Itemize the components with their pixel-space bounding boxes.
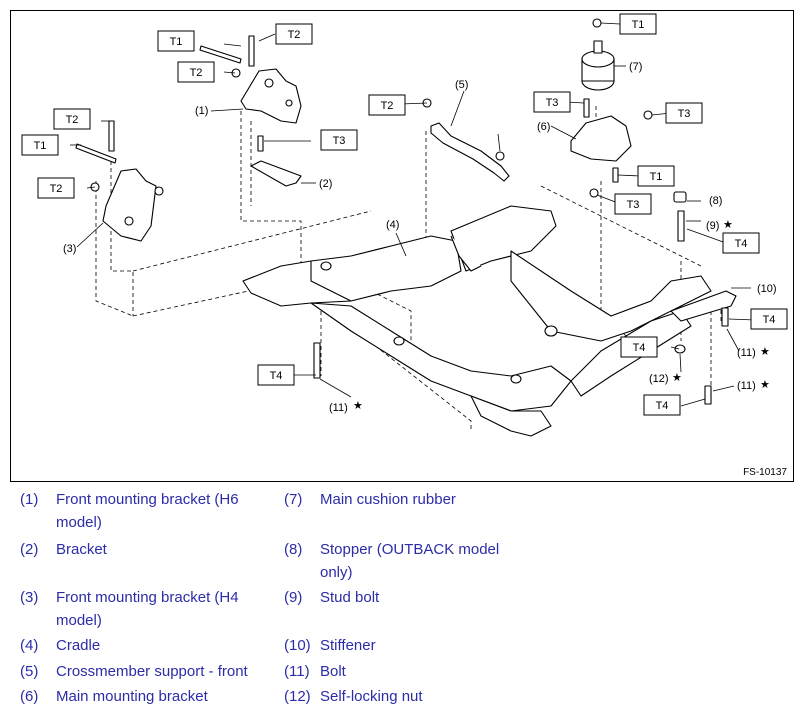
- svg-text:T2: T2: [66, 114, 79, 126]
- callout-11-right-upper: (11): [737, 347, 756, 359]
- svg-text:T2: T2: [190, 67, 203, 79]
- callout-2: (2): [319, 178, 332, 190]
- bolt-right-upper: [721, 307, 729, 327]
- torque-tag: T3: [665, 102, 703, 124]
- callout-7: (7): [629, 61, 642, 73]
- stopper: [673, 191, 687, 203]
- bolt-right-lower: [704, 385, 712, 405]
- star-markers: ★ ★ ★ ★ ★: [353, 219, 770, 412]
- torque-tag: T4: [620, 336, 658, 358]
- torque-tag: T2: [37, 177, 75, 199]
- star-icon: ★: [672, 372, 682, 384]
- svg-text:T1: T1: [34, 140, 47, 152]
- torque-tag: T2: [368, 94, 406, 116]
- callout-10: (10): [757, 283, 777, 295]
- callout-9: (9): [706, 220, 719, 232]
- svg-text:T3: T3: [627, 199, 640, 211]
- svg-text:T4: T4: [633, 342, 646, 354]
- svg-text:T1: T1: [650, 171, 663, 183]
- callout-6: (6): [537, 121, 550, 133]
- svg-text:T4: T4: [763, 314, 776, 326]
- main-mounting-bracket: [570, 115, 632, 162]
- torque-tag: T4: [257, 364, 295, 386]
- callout-11-left: (11): [329, 402, 348, 414]
- callout-5: (5): [455, 79, 468, 91]
- torque-tag: T3: [614, 193, 652, 215]
- torque-tag: T1: [637, 165, 675, 187]
- svg-text:T4: T4: [270, 370, 283, 382]
- svg-text:T2: T2: [288, 29, 301, 41]
- svg-text:T1: T1: [632, 19, 645, 31]
- stiffener: [670, 290, 737, 322]
- callout-11-right-lower: (11): [737, 380, 756, 392]
- fasteners: [75, 18, 653, 198]
- callout-3: (3): [63, 243, 76, 255]
- callout-4: (4): [386, 219, 399, 231]
- torque-tag: T2: [53, 108, 91, 130]
- crossmember-support-front: [430, 122, 510, 182]
- torque-tag: T2: [177, 61, 215, 83]
- torque-tag: T4: [750, 308, 788, 330]
- callout-12: (12): [649, 373, 669, 385]
- star-icon: ★: [760, 346, 770, 358]
- front-mounting-bracket-h6: [240, 68, 302, 124]
- figure-id: FS-10137: [743, 467, 787, 478]
- torque-tag: T2: [275, 23, 313, 45]
- callout-labels: (1) (2) (3) (4) (5) (6) (7) (8) (9) (10)…: [63, 61, 777, 414]
- callout-8: (8): [709, 195, 722, 207]
- svg-text:T2: T2: [381, 100, 394, 112]
- callout-1: (1): [195, 105, 208, 117]
- svg-text:T2: T2: [50, 183, 63, 195]
- svg-text:T3: T3: [333, 135, 346, 147]
- star-icon: ★: [723, 219, 733, 231]
- svg-text:T1: T1: [170, 36, 183, 48]
- stud-bolt: [677, 210, 685, 242]
- svg-text:T3: T3: [546, 97, 559, 109]
- front-mounting-bracket-h4: [102, 168, 164, 242]
- svg-text:T4: T4: [656, 400, 669, 412]
- cradle: [242, 205, 712, 437]
- star-icon: ★: [760, 379, 770, 391]
- diagram-canvas: (1) (2) (3) (4) (5) (6) (7) (8) (9) (10)…: [21, 13, 788, 437]
- torque-tag: T1: [21, 134, 59, 156]
- bracket: [250, 160, 302, 187]
- svg-text:T4: T4: [735, 238, 748, 250]
- torque-tags: T1 T1 T1 T1 T2 T2 T2 T2 T2 T3 T3 T3 T3 T…: [21, 13, 788, 416]
- torque-tag: T3: [320, 129, 358, 151]
- torque-tag: T4: [722, 232, 760, 254]
- main-cushion-rubber: [581, 40, 615, 91]
- svg-text:T3: T3: [678, 108, 691, 120]
- star-icon: ★: [353, 400, 363, 412]
- torque-tag: T1: [619, 13, 657, 35]
- bolt-left: [313, 342, 321, 379]
- torque-tag: T4: [643, 394, 681, 416]
- self-locking-nut: [674, 344, 686, 354]
- torque-tag: T3: [533, 91, 571, 113]
- exploded-diagram: (1) (2) (3) (4) (5) (6) (7) (8) (9) (10)…: [10, 10, 794, 482]
- torque-tag: T1: [157, 30, 195, 52]
